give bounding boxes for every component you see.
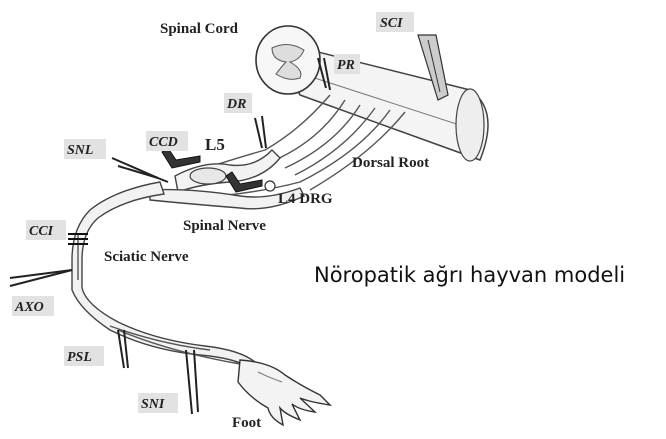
psl-tag: PSL: [67, 350, 92, 365]
l5-label: L5: [205, 135, 225, 154]
l4-drg-ganglion: [265, 181, 275, 191]
sciatic-nerve-label: Sciatic Nerve: [104, 249, 189, 265]
ccd-tag: CCD: [149, 135, 178, 150]
dorsal-root-label: Dorsal Root: [352, 155, 429, 171]
snl-tag: SNL: [67, 143, 93, 158]
foot-label: Foot: [232, 415, 261, 431]
sciatic-nerve-path: [72, 182, 255, 368]
dr-ligature-icon: [255, 116, 266, 148]
l4-drg-label: L4 DRG: [278, 191, 333, 207]
l5-drg-ganglion: [190, 168, 226, 184]
spinal-nerve-label: Spinal Nerve: [183, 218, 266, 234]
pr-tag: PR: [337, 58, 355, 73]
axo-scissors-icon: [10, 270, 72, 286]
sni-ligature-icon: [186, 350, 198, 414]
sci-tag: SCI: [380, 16, 403, 31]
axo-tag: AXO: [14, 300, 44, 315]
caption-text: Nöropatik ağrı hayvan modeli: [314, 263, 625, 287]
sni-tag: SNI: [141, 397, 165, 412]
dr-tag: DR: [226, 97, 246, 112]
spinal-cord-illustration: [256, 26, 488, 161]
snl-scissors-icon: [112, 158, 168, 182]
cci-tag: CCI: [29, 224, 54, 239]
spinal-cord-label: Spinal Cord: [160, 21, 239, 37]
